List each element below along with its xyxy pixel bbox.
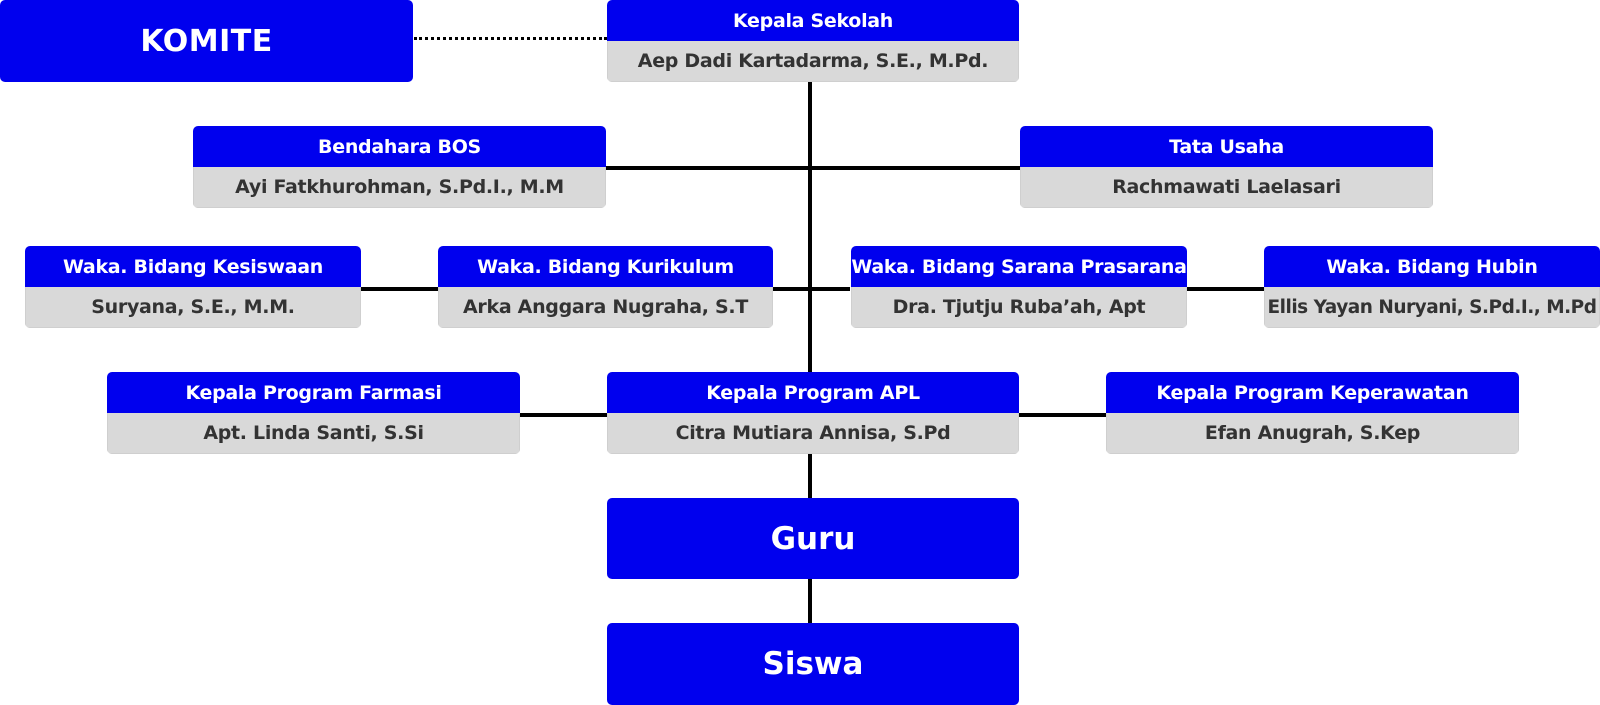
bendahara-bos-role: Bendahara BOS [193,126,606,167]
kaprog-farmasi-name: Apt. Linda Santi, S.Si [107,413,520,454]
connector-farmasi-apl [520,413,607,417]
waka-kesiswaan-name: Suryana, S.E., M.M. [25,287,361,328]
kepala-sekolah-name: Aep Dadi Kartadarma, S.E., M.Pd. [607,41,1019,82]
connector-sarpras-hubin [1187,287,1264,291]
tata-usaha-name: Rachmawati Laelasari [1020,167,1433,208]
bendahara-bos-node: Bendahara BOS Ayi Fatkhurohman, S.Pd.I.,… [193,126,606,208]
kepala-sekolah-node: Kepala Sekolah Aep Dadi Kartadarma, S.E.… [607,0,1019,82]
komite-box: KOMITE [0,0,413,82]
waka-kurikulum-node: Waka. Bidang Kurikulum Arka Anggara Nugr… [438,246,773,328]
connector-kurikulum-sarpras [773,287,850,291]
connector-apl-guru [808,453,812,498]
waka-kurikulum-name: Arka Anggara Nugraha, S.T [438,287,773,328]
connector-bos-tu [606,166,1020,170]
kaprog-keperawatan-node: Kepala Program Keperawatan Efan Anugrah,… [1106,372,1519,454]
waka-sarpras-node: Waka. Bidang Sarana Prasarana Dra. Tjutj… [851,246,1187,328]
kaprog-farmasi-role: Kepala Program Farmasi [107,372,520,413]
kaprog-keperawatan-name: Efan Anugrah, S.Kep [1106,413,1519,454]
kepala-sekolah-role: Kepala Sekolah [607,0,1019,41]
connector-trunk [808,80,812,372]
waka-hubin-role: Waka. Bidang Hubin [1264,246,1600,287]
kaprog-apl-role: Kepala Program APL [607,372,1019,413]
guru-box: Guru [607,498,1019,579]
kaprog-apl-name: Citra Mutiara Annisa, S.Pd [607,413,1019,454]
connector-komite-dotted [414,37,607,40]
waka-kurikulum-role: Waka. Bidang Kurikulum [438,246,773,287]
kaprog-keperawatan-role: Kepala Program Keperawatan [1106,372,1519,413]
tata-usaha-role: Tata Usaha [1020,126,1433,167]
connector-guru-siswa [808,579,812,623]
tata-usaha-node: Tata Usaha Rachmawati Laelasari [1020,126,1433,208]
waka-sarpras-name: Dra. Tjutju Ruba’ah, Apt [851,287,1187,328]
bendahara-bos-name: Ayi Fatkhurohman, S.Pd.I., M.M [193,167,606,208]
waka-kesiswaan-role: Waka. Bidang Kesiswaan [25,246,361,287]
waka-sarpras-role: Waka. Bidang Sarana Prasarana [851,246,1187,287]
waka-hubin-node: Waka. Bidang Hubin Ellis Yayan Nuryani, … [1264,246,1600,328]
kaprog-apl-node: Kepala Program APL Citra Mutiara Annisa,… [607,372,1019,454]
waka-kesiswaan-node: Waka. Bidang Kesiswaan Suryana, S.E., M.… [25,246,361,328]
connector-apl-keperawatan [1019,413,1106,417]
siswa-box: Siswa [607,623,1019,705]
waka-hubin-name: Ellis Yayan Nuryani, S.Pd.I., M.Pd [1264,287,1600,328]
connector-kesiswaan-kurikulum [361,287,438,291]
kaprog-farmasi-node: Kepala Program Farmasi Apt. Linda Santi,… [107,372,520,454]
